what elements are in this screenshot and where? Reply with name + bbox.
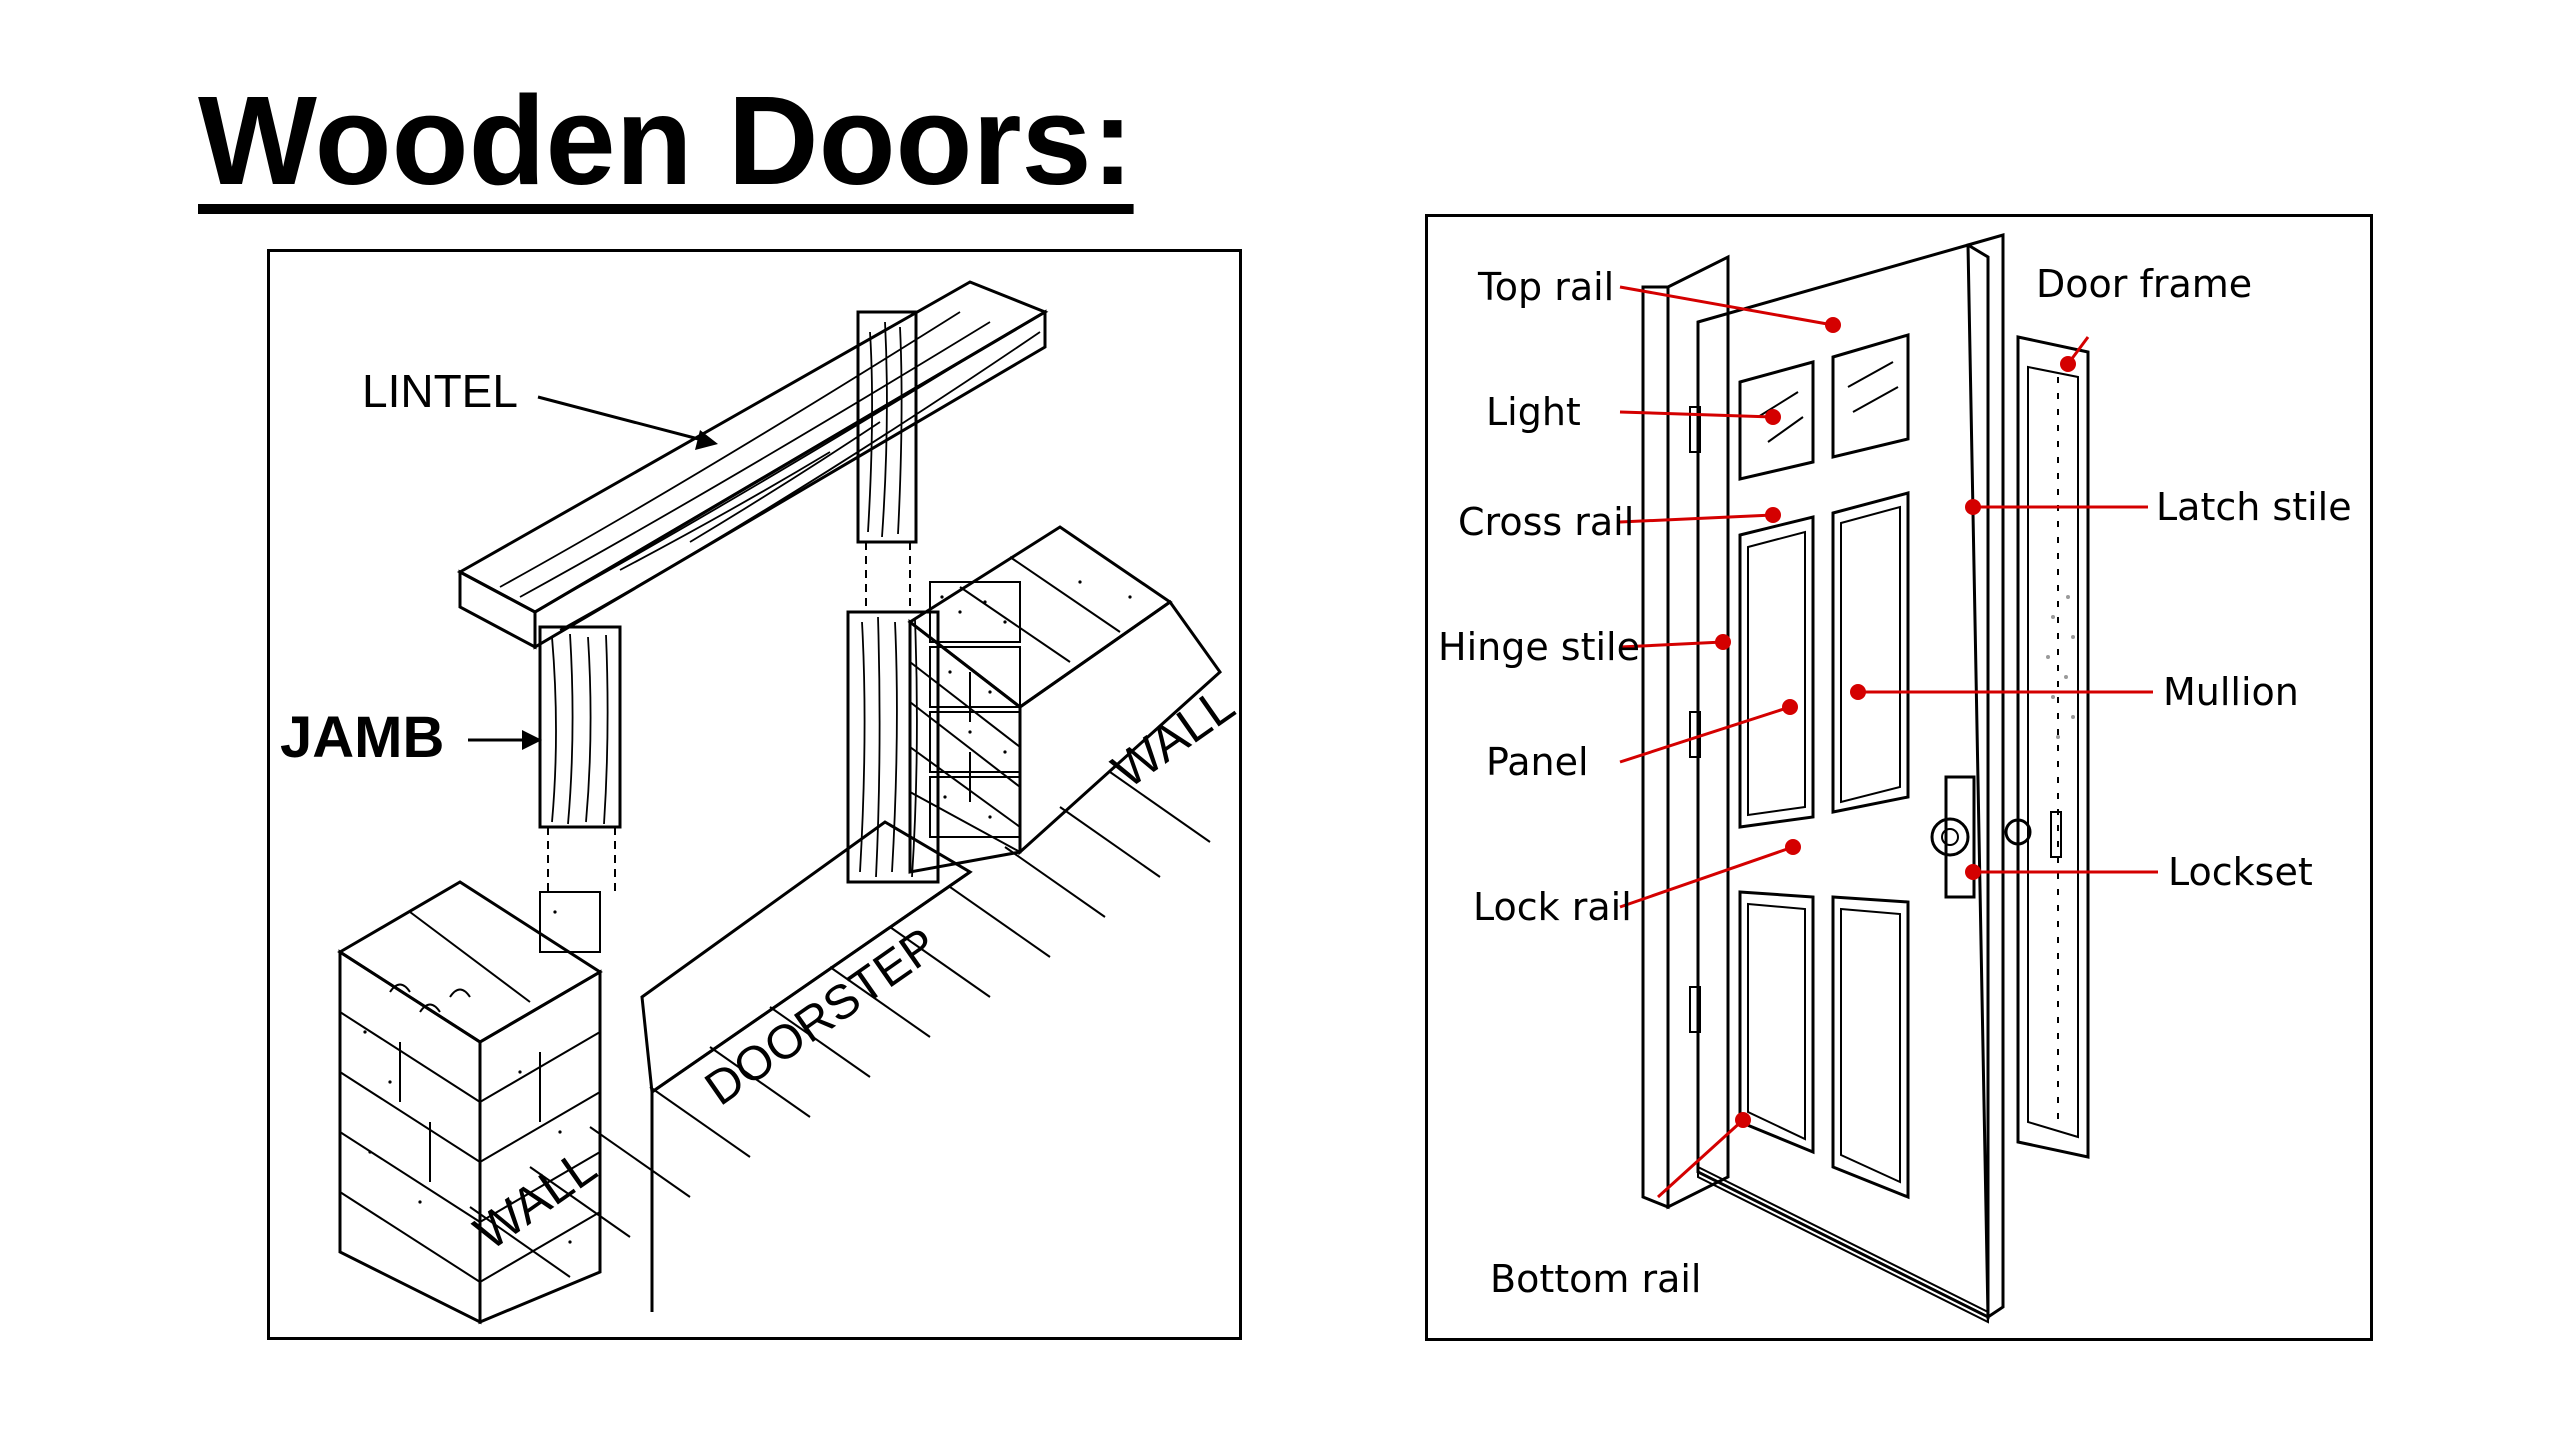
lintel-jamb-illustration: LINTEL JAMB WALL WALL DOORSTEP [280,280,1239,1325]
top-rail-label: Top rail [1477,265,1614,309]
doorstep-label: DOORSTEP [696,918,947,1116]
jamb-label: JAMB [280,705,444,770]
cross-rail-label: Cross rail [1458,500,1634,544]
lockset-label: Lockset [2168,850,2313,894]
lintel-arrowhead [695,430,718,450]
door-anatomy-illustration: Top rail Light Cross rail Hinge stile Pa… [1438,233,2352,1324]
front-door-frame [1641,254,1730,1210]
wall-label-right: WALL [1102,676,1239,799]
doorstep-slab [640,820,973,1312]
left-jamb-post [538,625,622,892]
back-door-frame [2016,335,2090,1159]
left-brick-wall [337,880,603,1325]
wall-label-left: WALL [464,1138,606,1261]
hinge-stile-label: Hinge stile [1438,625,1640,669]
lintel-beam [456,280,1049,650]
mullion-label: Mullion [2163,670,2299,714]
latch-stile-label: Latch stile [2156,485,2352,529]
leader-dots [1715,317,2076,1128]
light-label: Light [1486,390,1581,434]
lock-rail-label: Lock rail [1473,885,1632,929]
panel-label: Panel [1486,740,1589,784]
door-leaf [1689,233,2062,1324]
jamb-arrowhead [522,730,542,750]
right-jamb-post [846,310,940,884]
door-frame-label: Door frame [2036,262,2252,306]
right-brick-wall [907,525,1222,874]
slide-title: Wooden Doors: [198,70,1134,211]
door-anatomy-diagram: Top rail Light Cross rail Hinge stile Pa… [1425,214,2373,1341]
leader-lines [1619,285,2158,1199]
lintel-arrow [537,395,711,444]
lintel-jamb-diagram: LINTEL JAMB WALL WALL DOORSTEP [267,249,1242,1340]
bottom-rail-label: Bottom rail [1490,1257,1702,1301]
lintel-label: LINTEL [362,365,518,417]
